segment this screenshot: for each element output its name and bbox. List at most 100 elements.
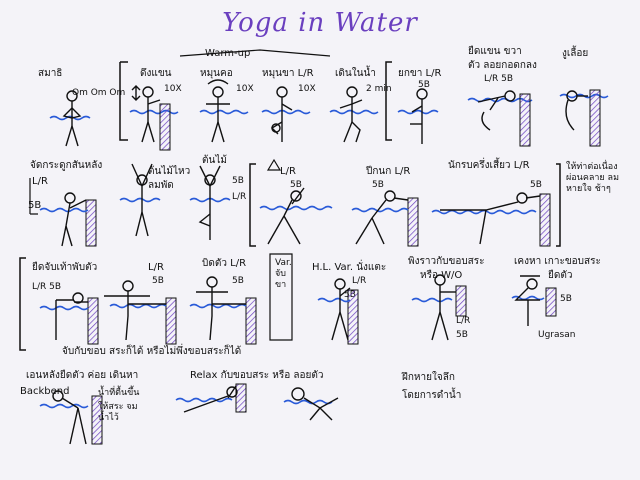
label-leg-roll: หมุนขา L/R bbox=[262, 68, 314, 79]
water-r1-d bbox=[261, 109, 311, 115]
label-meditation: สมาธิ bbox=[38, 68, 63, 79]
row2-bracket-right bbox=[556, 163, 561, 247]
side-forward-fold: L/R 5B bbox=[32, 282, 62, 292]
water-r1-f bbox=[397, 109, 439, 115]
figure-ugrasan bbox=[514, 275, 540, 326]
label-triangle-side: L/R bbox=[280, 166, 296, 177]
water-r4-c bbox=[283, 399, 333, 405]
row2-bracket-left bbox=[249, 163, 256, 247]
figure-water-walk bbox=[339, 86, 363, 143]
wall-r1-c bbox=[589, 89, 601, 147]
rep-bird-wing: 5B bbox=[372, 180, 384, 190]
label-water-walk: เดินในน้ำ bbox=[335, 68, 376, 79]
wall-r3-d bbox=[347, 289, 359, 345]
label-hl-var: H.L. Var. นั่งแตะ bbox=[312, 262, 387, 273]
rep-10x-a: 10X bbox=[164, 84, 182, 94]
figure-neck-roll bbox=[206, 79, 230, 143]
figure-leg-roll bbox=[270, 86, 293, 142]
label-tree-sway: ต้นไม้ไหว bbox=[148, 166, 191, 177]
wall-r3-c bbox=[245, 297, 257, 345]
label-backbend: Backbend bbox=[20, 386, 70, 397]
label-half-moon: นักรบครึ่งเสี้ยว L/R bbox=[448, 160, 530, 171]
warmup-bracket-left bbox=[119, 61, 128, 141]
figure-tree bbox=[198, 165, 221, 240]
label-backbend-shallow: น้ำที่ตื้นขึ้น bbox=[98, 388, 140, 398]
water-r2-a bbox=[39, 207, 89, 213]
label-ugrasan-note: เคงหา เกาะขอบสระ bbox=[514, 256, 601, 267]
label-relax: Relax กับขอบสระ หรือ ลอยตัว bbox=[190, 370, 324, 381]
wall-r3-b bbox=[165, 297, 177, 345]
warmup-bracket-right bbox=[385, 61, 392, 141]
label-twist: บิดตัว L/R bbox=[202, 258, 247, 269]
wall-r1-b bbox=[519, 93, 531, 147]
rep-half-moon: 5B bbox=[530, 180, 542, 190]
wall-r3-a bbox=[87, 297, 99, 345]
water-r3-e bbox=[411, 297, 453, 303]
water-r2-f bbox=[431, 209, 537, 215]
label-float: ตัว ลอยกอดกลง bbox=[468, 60, 537, 71]
label-var: Var. จับขา bbox=[275, 258, 292, 290]
figure-backbend bbox=[52, 390, 87, 445]
rep-2min: 2 min bbox=[366, 84, 392, 94]
rep-r3b: 5B bbox=[152, 276, 164, 286]
figure-triangle bbox=[267, 187, 305, 245]
figure-meditation bbox=[62, 90, 82, 147]
side-hl-var: L/R bbox=[352, 276, 367, 286]
row2-tick bbox=[29, 178, 38, 215]
figure-forward-fold bbox=[55, 292, 88, 340]
label-om: Om Om Om bbox=[72, 88, 126, 98]
rep-tree: 5B bbox=[232, 176, 244, 186]
label-arm-stretch: ดึงแขน bbox=[140, 68, 172, 79]
water-r1-a bbox=[49, 115, 91, 121]
water-r1-c bbox=[199, 109, 249, 115]
label-spine-reps: 5B bbox=[28, 200, 42, 211]
label-ugrasan-stretch: ยืดตัว bbox=[548, 270, 573, 281]
figure-half-moon bbox=[440, 192, 541, 245]
figure-relax-wall bbox=[183, 385, 238, 413]
label-leg-lift: ยกขา L/R bbox=[398, 68, 442, 79]
wall-r3-e bbox=[455, 285, 467, 317]
rep-twist: 5B bbox=[232, 276, 244, 286]
label-neck-roll: หมุนคอ bbox=[200, 68, 233, 79]
wall-r2-a bbox=[85, 199, 97, 247]
side-tree: L/R bbox=[232, 192, 247, 202]
water-r1-b bbox=[129, 109, 179, 115]
wall-r2-b bbox=[407, 197, 419, 247]
water-r2-b bbox=[119, 197, 161, 203]
water-r2-d bbox=[259, 205, 333, 211]
figure-side-stretch bbox=[477, 90, 516, 131]
warmup-line bbox=[179, 49, 331, 57]
warmup-label: Warm-up bbox=[205, 48, 251, 59]
label-spine: จัดกระดูกสันหลัง bbox=[30, 160, 103, 171]
figure-tree-sway bbox=[131, 163, 153, 237]
label-side-stretch: ยืดแขน ขวา bbox=[468, 46, 522, 57]
water-r3-c bbox=[189, 303, 247, 309]
label-spine-side: L/R bbox=[32, 176, 48, 187]
row3-footnote: จับกับขอบ สระก็ได้ หรือไม่พึ่งขอบสระก็ได… bbox=[62, 346, 242, 357]
label-lean: พิงราวกับขอบสระ bbox=[408, 256, 485, 267]
figure-twist bbox=[196, 276, 246, 341]
figure-hl-var bbox=[331, 278, 351, 341]
water-r1-e bbox=[329, 109, 379, 115]
label-tree-wind: ลมพัด bbox=[148, 180, 174, 191]
figure-float bbox=[291, 387, 339, 421]
rep-side-stretch: L/R 5B bbox=[484, 74, 514, 84]
row3-bracket-left bbox=[19, 257, 26, 351]
label-tree: ต้นไม้ bbox=[202, 155, 227, 166]
label-bird-wing: ปีกนก L/R bbox=[366, 166, 411, 177]
figure-leg-stretch bbox=[104, 280, 166, 341]
wall-r2-c bbox=[539, 193, 551, 247]
water-r3-f bbox=[511, 295, 545, 301]
label-backbend-pool: ให้สระ จมน้ำไว้ bbox=[98, 402, 138, 423]
label-backbend-note: เอนหลังยืดตัว ค่อย เดินหา bbox=[26, 370, 139, 381]
label-cobra: งูเลื้อย bbox=[562, 48, 589, 59]
water-r4-a bbox=[39, 403, 89, 409]
wall-r3-f bbox=[545, 287, 557, 317]
side-note: ให้ท่าต่อเนื่อง ผ่อนคลาย ลมหายใจ ช้าๆ bbox=[566, 162, 620, 194]
page-title: Yoga in Water bbox=[222, 8, 418, 38]
rep-triangle: 5B bbox=[290, 180, 302, 190]
label-forward-fold: ยืดจับเท้าพับตัว bbox=[32, 262, 98, 273]
label-r3b-side: L/R bbox=[148, 262, 164, 273]
